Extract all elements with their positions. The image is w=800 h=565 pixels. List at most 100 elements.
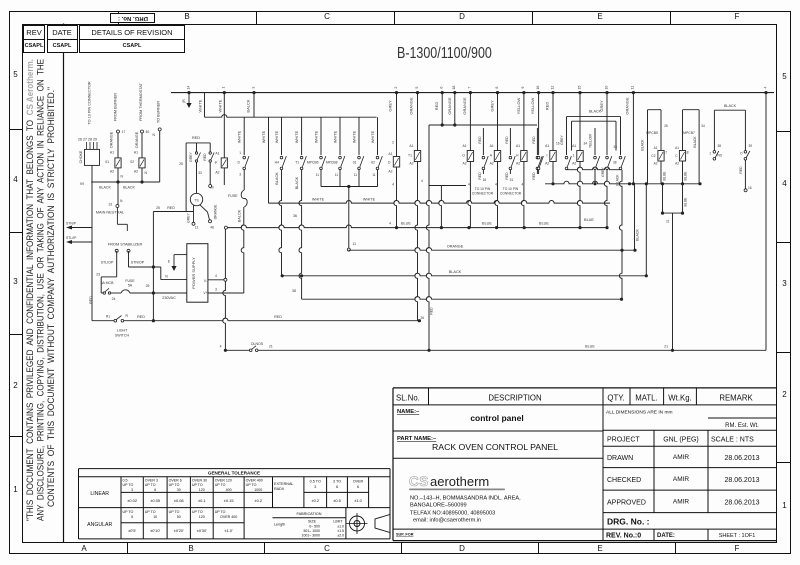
svg-text:±0.1: ±0.1: [198, 498, 206, 503]
svg-text:UP TO: UP TO: [145, 510, 156, 514]
svg-text:6: 6: [357, 485, 359, 489]
svg-text:40: 40: [146, 130, 150, 134]
svg-text:UP TO: UP TO: [192, 510, 203, 514]
svg-text:CONTENTS OF THIS DOCUMENT: CONTENTS OF THIS DOCUMENT WITHOUT COMPAN…: [46, 87, 56, 507]
svg-text:RED: RED: [739, 166, 743, 174]
svg-text:ORANGE: ORANGE: [625, 97, 630, 115]
svg-text:RED: RED: [532, 136, 536, 144]
svg-text:2: 2: [392, 141, 394, 145]
svg-text:R1: R1: [106, 315, 110, 319]
svg-text:BLUE: BLUE: [684, 197, 688, 207]
svg-text:CHOKE: CHOKE: [79, 150, 83, 163]
svg-text:NO.–143–H, BOMMASANDRA INDL.: NO.–143–H, BOMMASANDRA INDL. AREA,: [410, 496, 521, 502]
svg-text:48: 48: [210, 226, 214, 230]
svg-text:11: 11: [372, 173, 376, 177]
svg-text:OVER: OVER: [353, 480, 364, 484]
svg-text:OVER 3: OVER 3: [145, 479, 158, 483]
svg-text:38: 38: [613, 161, 617, 165]
svg-text:GREY: GREY: [601, 166, 605, 176]
svg-text:5: 5: [415, 87, 419, 89]
svg-text:QTY.: QTY.: [607, 394, 624, 403]
svg-text:FROM STABILIZER: FROM STABILIZER: [108, 242, 143, 247]
svg-text:25: 25: [156, 206, 160, 210]
svg-text:BLUE: BLUE: [401, 222, 411, 226]
svg-text:±0'30': ±0'30': [197, 528, 207, 533]
svg-text:26: 26: [420, 316, 424, 320]
svg-text:YELLOW: YELLOW: [516, 97, 521, 114]
svg-text:PROJECT: PROJECT: [607, 437, 640, 444]
svg-text:UP TO: UP TO: [192, 483, 203, 487]
svg-text:WHITE: WHITE: [363, 197, 376, 201]
svg-text:FROM THERMOSTAT: FROM THERMOSTAT: [139, 82, 143, 120]
svg-text:N: N: [165, 274, 168, 278]
svg-text:400: 400: [226, 488, 232, 492]
svg-text:BALCK: BALCK: [246, 99, 251, 112]
svg-text:BLUE: BLUE: [482, 222, 492, 226]
svg-text:LIMIT: LIMIT: [333, 520, 343, 524]
svg-text:±1.5: ±1.5: [337, 529, 344, 533]
svg-text:01: 01: [353, 161, 357, 165]
svg-text:11: 11: [316, 173, 320, 177]
svg-text:OVER 400: OVER 400: [246, 479, 263, 483]
svg-text:±1.0: ±1.0: [354, 498, 362, 503]
svg-text:23: 23: [96, 273, 100, 277]
svg-text:MPCB5: MPCB5: [646, 131, 658, 135]
svg-text:A2: A2: [572, 162, 576, 166]
svg-text:WHITE: WHITE: [295, 130, 299, 143]
svg-text:STN/P: STN/P: [66, 222, 77, 226]
svg-text:11: 11: [354, 173, 358, 177]
svg-text:YELLOW: YELLOW: [530, 97, 535, 114]
svg-text:36: 36: [293, 214, 297, 218]
svg-text:±0'20': ±0'20': [174, 528, 184, 533]
svg-text:1: 1: [709, 152, 711, 156]
svg-text:GENERAL TOLERANCE: GENERAL TOLERANCE: [208, 471, 260, 476]
svg-text:RED: RED: [478, 172, 482, 180]
svg-text:GREY: GREY: [599, 100, 604, 112]
svg-text:3: 3: [251, 87, 255, 89]
svg-text:WHITE: WHITE: [334, 130, 338, 143]
svg-text:14: 14: [186, 86, 190, 90]
svg-text:BLUE: BLUE: [684, 171, 688, 181]
svg-text:RED: RED: [532, 172, 536, 180]
svg-text:18: 18: [685, 151, 689, 155]
svg-text:D: D: [238, 161, 241, 165]
svg-text:H: H: [516, 154, 519, 158]
svg-text:RED: RED: [478, 136, 482, 144]
svg-text:BANGALORE–560099: BANGALORE–560099: [410, 503, 467, 509]
svg-text:±0'5': ±0'5': [128, 528, 136, 533]
svg-text:A2: A2: [675, 162, 679, 166]
svg-text:BLACK: BLACK: [724, 104, 737, 108]
svg-text:C: C: [675, 154, 678, 158]
svg-text:ORANGE: ORANGE: [135, 131, 139, 148]
svg-text:O: O: [740, 152, 743, 156]
svg-text:18: 18: [452, 86, 456, 90]
svg-text:RADII: RADII: [274, 487, 284, 491]
svg-text:ALL DIMENSIONS ARE IN mm: ALL DIMENSIONS ARE IN mm: [606, 410, 672, 416]
svg-text:MPCB8: MPCB8: [326, 161, 338, 165]
svg-text:ORANGE: ORANGE: [110, 131, 114, 148]
svg-text:P: P: [215, 161, 218, 165]
svg-text:1: 1: [222, 87, 226, 89]
svg-text:STL/IP: STL/IP: [66, 236, 77, 240]
svg-text:APPROVED: APPROVED: [607, 500, 646, 507]
svg-text:WHITE: WHITE: [371, 130, 375, 143]
svg-text:20: 20: [210, 186, 214, 190]
svg-text:BLACK: BLACK: [693, 136, 697, 148]
svg-text:A2: A2: [490, 162, 494, 166]
svg-text:62: 62: [371, 161, 375, 165]
svg-text:34: 34: [584, 142, 588, 146]
svg-text:MAIN NEUTRAL: MAIN NEUTRAL: [96, 211, 124, 215]
svg-text:±0.5: ±0.5: [333, 498, 341, 503]
svg-text:aerotherm: aerotherm: [430, 474, 489, 489]
svg-text:TO 10 PIN CONNECTOR: TO 10 PIN CONNECTOR: [88, 81, 92, 125]
svg-text:0.5 TO: 0.5 TO: [310, 480, 321, 484]
svg-text:RED: RED: [89, 296, 93, 304]
svg-text:A1: A1: [388, 152, 392, 156]
svg-text:"THIS DOCUMENT CONTAINS PRI: "THIS DOCUMENT CONTAINS PRIVILEGED AND C…: [25, 59, 35, 521]
svg-text:DLNOS: DLNOS: [251, 342, 264, 346]
svg-text:4: 4: [389, 222, 391, 226]
svg-text:01: 01: [105, 160, 109, 164]
svg-text:N: N: [120, 199, 123, 203]
svg-text:CONNECTOR: CONNECTOR: [472, 192, 494, 196]
svg-text:REV. No.:0: REV. No.:0: [606, 533, 641, 540]
